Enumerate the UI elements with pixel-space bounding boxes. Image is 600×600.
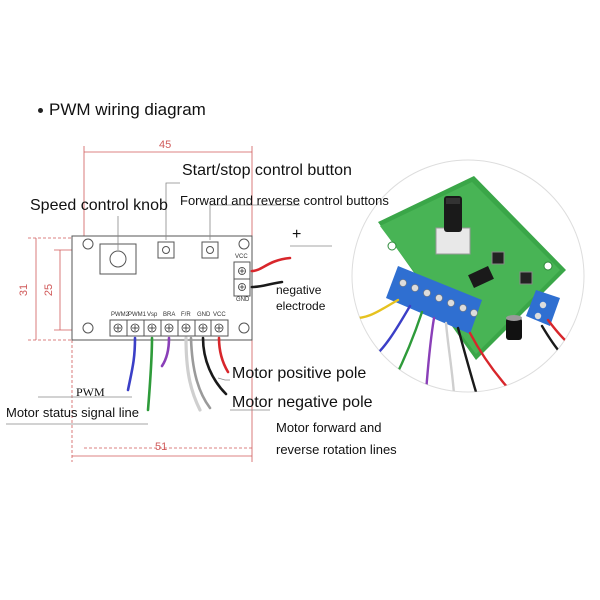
dimension-height-outer: 31	[18, 283, 31, 297]
wire-pwm-blue	[126, 336, 137, 392]
label-motor-fr-1: Motor forward and	[276, 420, 382, 435]
wire-fr-gray	[189, 336, 212, 410]
diagram-wires	[126, 256, 292, 412]
wire-gnd-black	[201, 336, 228, 396]
potentiometer-body	[435, 227, 471, 255]
terminal-label-vcc: VCC	[213, 312, 226, 318]
board-outline	[71, 235, 253, 341]
terminal-label-fr: F/R	[181, 312, 191, 318]
wire-vcc-red	[217, 336, 230, 374]
ic-chip	[468, 266, 494, 288]
wire-power-red	[250, 256, 292, 273]
tact-button-1	[491, 251, 505, 265]
mount-hole-top-right	[238, 238, 250, 250]
dimension-height-inner: 25	[43, 283, 56, 297]
potentiometer-shaft	[444, 196, 462, 232]
mount-hole-bottom-right	[238, 322, 250, 334]
start-stop-button-outline	[157, 241, 175, 259]
tact-button-2	[519, 271, 533, 285]
page-title-text: PWM wiring diagram	[49, 100, 206, 119]
wire-fr-lightgray	[184, 336, 202, 412]
label-motor-negative: Motor negative pole	[232, 394, 373, 411]
capacitor	[506, 318, 522, 340]
label-pwm: PWM	[76, 385, 105, 399]
mount-hole-top-left	[82, 238, 94, 250]
terminal-label-pwm1: PWM1	[128, 312, 146, 318]
dimension-width: 45	[159, 139, 172, 151]
terminal-label-vsp: Vsp	[147, 312, 158, 318]
dimension-lines	[28, 146, 253, 462]
label-fwd-rev-buttons: Forward and reverse control buttons	[180, 193, 389, 208]
terminal-label-bra: BRA	[163, 312, 176, 318]
wire-vsp-green	[146, 336, 154, 412]
wire-power-black	[250, 280, 284, 289]
speed-knob-icon	[109, 250, 127, 268]
mount-hole-bottom-left	[82, 322, 94, 334]
label-start-stop: Start/stop control button	[182, 162, 352, 179]
leader-lines	[6, 182, 332, 425]
label-motor-status: Motor status signal line	[6, 405, 139, 420]
power-label-vcc: VCC	[235, 254, 248, 260]
product-photo	[351, 159, 585, 393]
terminal-block-main	[386, 266, 482, 334]
label-motor-positive: Motor positive pole	[232, 365, 367, 382]
fwd-rev-button-outline	[201, 241, 219, 259]
dimension-bottom-width: 51	[155, 441, 168, 453]
label-motor-fr-2: reverse rotation lines	[276, 442, 397, 457]
wire-bra-purple	[160, 336, 171, 368]
power-label-gnd: GND	[236, 297, 250, 303]
terminal-strip	[109, 319, 229, 337]
label-plus: +	[292, 226, 302, 243]
terminal-label-pwm2: PWM2	[111, 312, 129, 318]
terminal-label-gnd: GND	[197, 312, 211, 318]
page-title: PWM wiring diagram	[38, 100, 206, 120]
bullet-icon	[38, 108, 43, 114]
label-speed-knob: Speed control knob	[30, 197, 168, 214]
label-electrode: electrode	[276, 299, 326, 313]
label-negative: negative	[276, 283, 322, 297]
